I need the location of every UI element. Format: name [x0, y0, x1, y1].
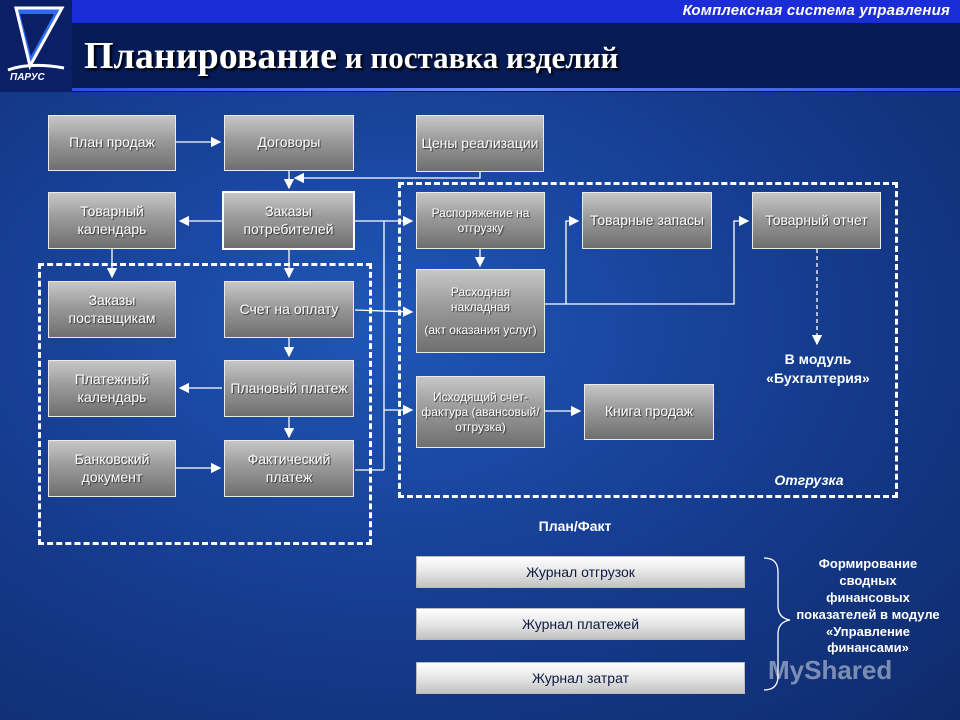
outgoing-invoice-box: Исходящий счет-фактура (авансовый/ отгру…: [416, 376, 545, 448]
sale-prices-box: Цены реализации: [416, 115, 544, 172]
accounting-module-label: В модуль «Бухгалтерия»: [766, 351, 870, 386]
customer-orders-box: Заказы потребителей: [222, 191, 355, 250]
summary-label: Формирование сводных финансовых показате…: [796, 556, 940, 656]
sales-plan-box: План продаж: [48, 115, 176, 171]
waybill-note: (акт оказания услуг): [424, 322, 537, 337]
supplier-orders-box: Заказы поставщикам: [48, 281, 176, 338]
goods-report-box: Товарный отчет: [752, 192, 881, 249]
actual-payment-box: Фактический платеж: [224, 440, 354, 497]
stock-box: Товарные запасы: [582, 192, 712, 249]
journal-costs: Журнал затрат: [416, 662, 745, 694]
page-title: Планирование и поставка изделий: [84, 34, 618, 78]
sales-book-box: Книга продаж: [584, 384, 714, 440]
sail-logo-icon: [7, 6, 65, 72]
waybill-title: Расходная накладная: [450, 284, 511, 314]
journal-shipments: Журнал отгрузок: [416, 556, 745, 588]
waybill-box: Расходная накладная (акт оказания услуг): [416, 269, 545, 353]
plan-fact-label: План/Факт: [538, 518, 612, 534]
shipment-order-box: Распоряжение на отгрузку: [416, 192, 545, 249]
watermark: MyShared: [768, 655, 893, 685]
title-part-2: и поставка изделий: [337, 40, 619, 75]
planning-group-frame: [38, 263, 372, 545]
brand-text: Комплексная система управления: [682, 2, 950, 19]
shipment-group-frame: [398, 182, 898, 498]
payment-calendar-box: Платежный календарь: [48, 360, 176, 417]
contracts-box: Договоры: [224, 115, 354, 171]
logo-text: ПАРУС: [10, 72, 45, 83]
title-part-1: Планирование: [84, 35, 338, 77]
header-strip: [72, 0, 960, 23]
shipment-label: Отгрузка: [774, 472, 844, 488]
invoice-payment-box: Счет на оплату: [224, 281, 354, 338]
logo: ПАРУС: [0, 0, 72, 92]
goods-calendar-box: Товарный календарь: [48, 192, 176, 249]
journal-payments: Журнал платежей: [416, 608, 745, 640]
planned-payment-box: Плановый платеж: [224, 360, 354, 417]
bank-document-box: Банковский документ: [48, 440, 176, 497]
header-underline: [72, 88, 960, 91]
